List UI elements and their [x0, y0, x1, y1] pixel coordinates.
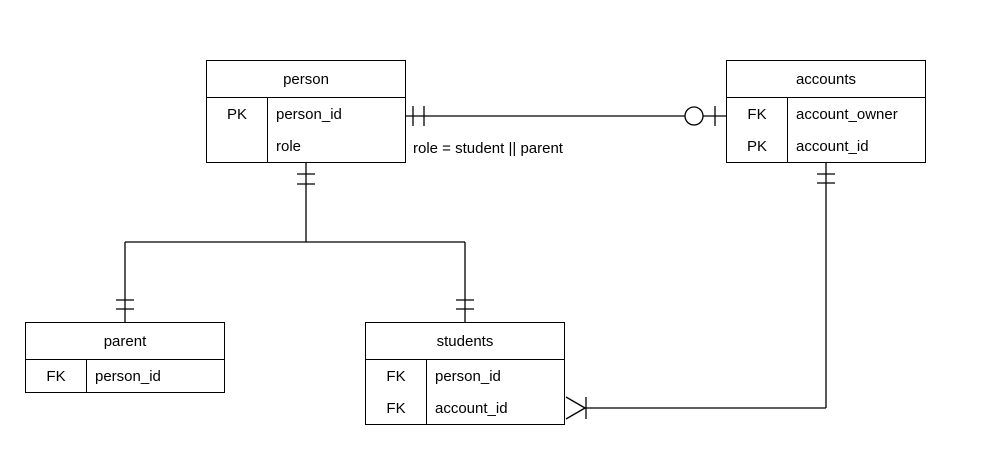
entity-person[interactable]: person PK person_id role: [206, 60, 406, 163]
field-label: person_id: [95, 367, 161, 385]
connector-person-accounts: [406, 106, 726, 126]
one-and-only-one-mark: [456, 299, 474, 310]
entity-accounts-field-column: account_owner account_id: [788, 98, 925, 162]
entity-accounts-title: accounts: [727, 61, 925, 98]
connector-person-children: [116, 163, 474, 322]
one-and-only-one-mark: [412, 106, 425, 126]
entity-parent-title: parent: [26, 323, 224, 360]
key-label: FK: [747, 105, 767, 123]
entity-parent[interactable]: parent FK person_id: [25, 322, 225, 393]
crow-foot-many-mark: [565, 396, 587, 420]
entity-person-title: person: [207, 61, 405, 98]
entity-parent-field-column: person_id: [87, 360, 224, 392]
key-label: FK: [386, 399, 406, 417]
key-label: FK: [386, 367, 406, 385]
one-and-only-one-mark: [116, 299, 134, 310]
entity-students-key-column: FK FK: [366, 360, 427, 424]
relationship-condition-label: role = student || parent: [413, 140, 563, 157]
field-label: account_owner: [796, 105, 898, 123]
key-label: FK: [46, 367, 66, 385]
one-and-only-one-mark: [817, 173, 835, 184]
key-label: PK: [746, 137, 767, 155]
field-label: person_id: [435, 367, 501, 385]
connector-accounts-students: [565, 163, 835, 420]
key-label: PK: [226, 105, 247, 123]
entity-parent-key-column: FK: [26, 360, 87, 392]
entity-students-field-column: person_id account_id: [427, 360, 564, 424]
field-label: account_id: [435, 399, 508, 417]
entity-accounts-key-column: FK PK: [727, 98, 788, 162]
entity-person-key-column: PK: [207, 98, 268, 162]
field-label: role: [276, 137, 302, 155]
entity-students[interactable]: students FK FK person_id account_id: [365, 322, 565, 425]
entity-person-field-column: person_id role: [268, 98, 405, 162]
key-label: [207, 130, 267, 162]
entity-accounts[interactable]: accounts FK PK account_owner account_id: [726, 60, 926, 163]
zero-or-one-mark: [684, 106, 716, 126]
one-and-only-one-mark: [297, 173, 315, 185]
field-label: person_id: [276, 105, 342, 123]
entity-students-title: students: [366, 323, 564, 360]
field-label: account_id: [796, 137, 869, 155]
